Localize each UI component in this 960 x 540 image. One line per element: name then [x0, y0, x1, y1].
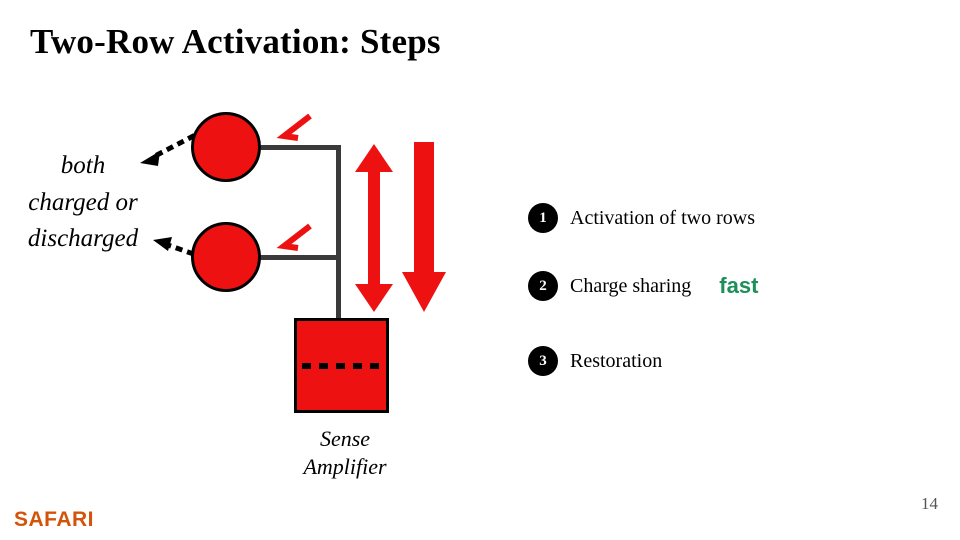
- sense-amplifier-label-line-1: Sense: [319, 426, 371, 451]
- dram-cell-top: [191, 112, 261, 182]
- double-headed-arrow-icon: [355, 144, 393, 312]
- red-slash-icon-bottom: [276, 223, 312, 251]
- step-badge-3: 3: [528, 346, 558, 376]
- cells-annotation-line-3: discharged: [27, 225, 139, 252]
- step-label-1: Activation of two rows: [570, 206, 755, 229]
- sense-amplifier-label: Sense Amplifier: [255, 425, 435, 481]
- sense-amplifier-dashed-line: [302, 363, 382, 369]
- dram-cell-bottom: [191, 222, 261, 292]
- dotted-arrow-icon-bottom: [153, 237, 206, 261]
- step-item-3: 3 Restoration: [528, 346, 662, 376]
- bitline-wire: [336, 145, 341, 320]
- red-slash-icon-top: [276, 113, 312, 141]
- step-item-1: 1 Activation of two rows: [528, 203, 755, 233]
- cells-annotation: both charged or discharged: [0, 148, 166, 258]
- step-label-3: Restoration: [570, 349, 663, 372]
- step-tag-fast: fast: [719, 273, 759, 298]
- step-badge-1: 1: [528, 203, 558, 233]
- down-arrow-icon: [402, 142, 446, 312]
- step-label-2: Charge sharing: [570, 274, 692, 297]
- wordline-top-wire: [261, 145, 339, 150]
- cells-annotation-line-1: both: [60, 152, 106, 179]
- step-badge-2: 2: [528, 271, 558, 301]
- page-title: Two-Row Activation: Steps: [30, 22, 441, 61]
- safari-logo: SAFARI: [14, 508, 95, 531]
- sense-amplifier-label-line-2: Amplifier: [303, 454, 387, 480]
- dotted-arrow-icon-top: [140, 127, 207, 166]
- wordline-bottom-wire: [261, 255, 339, 260]
- step-item-2: 2 Charge sharing fast: [528, 271, 758, 301]
- page-number: 14: [921, 494, 938, 513]
- cells-annotation-line-2: charged or: [28, 188, 138, 216]
